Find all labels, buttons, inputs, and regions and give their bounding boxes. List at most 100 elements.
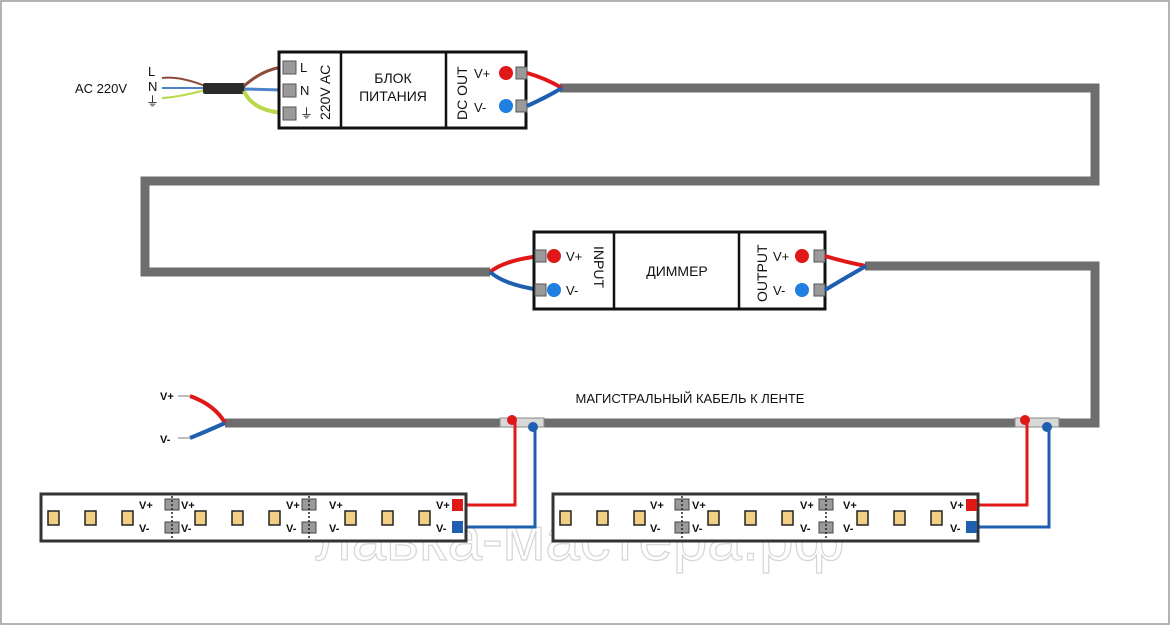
mains-cable-sheath xyxy=(203,83,245,94)
cut-pos-label: V+ xyxy=(843,500,857,512)
earth-icon: ⏚ xyxy=(300,106,313,121)
trunk-end-neg-label: V- xyxy=(160,434,171,446)
dimmer-in-pos-terminal xyxy=(547,249,561,263)
terminal-earth xyxy=(282,106,297,121)
psu-input-label: 220V AC xyxy=(317,65,333,120)
wire-L xyxy=(161,76,206,87)
trunk-end-wire-neg xyxy=(189,421,226,440)
psu-pos-label: V+ xyxy=(474,66,490,81)
cable-dimmer-to-strips xyxy=(225,261,1100,428)
led-chip xyxy=(121,510,134,526)
wire-earth xyxy=(161,89,206,99)
strip-neg-label: V- xyxy=(950,523,961,535)
cut-neg-label: V- xyxy=(139,523,150,535)
power-supply: L N ⏚ 220V AC БЛОК ПИТАНИЯ DC OUT V+ V- xyxy=(277,50,564,130)
wire-N-to-terminal xyxy=(243,87,283,92)
cut-point-2: V+ V- V+ V- xyxy=(286,496,343,538)
cut-point-2: V+ V- V+ V- xyxy=(800,496,857,538)
dimmer-out-pos-terminal xyxy=(795,249,809,263)
led-strip-1: V+ V- V+ V- V+ V- V+ V- V+ V- xyxy=(39,492,468,543)
led-chip xyxy=(47,510,60,526)
cut-pos-label: V+ xyxy=(650,500,664,512)
psu-title-line2: ПИТАНИЯ xyxy=(359,88,427,104)
led-chip xyxy=(856,510,869,526)
psu-title-line1: БЛОК xyxy=(374,70,412,86)
dimmer-out-wire-neg xyxy=(823,264,867,292)
drop-wire-neg-right xyxy=(978,425,1051,529)
tap-connector-right xyxy=(978,415,1060,529)
cut-neg-label: V- xyxy=(329,523,340,535)
cut-neg-label: V- xyxy=(181,523,192,535)
terminal-L xyxy=(282,60,297,75)
cut-point-1: V+ V- V+ V- xyxy=(650,496,706,538)
cut-pos-label: V+ xyxy=(692,500,706,512)
dimmer-out-pos-label: V+ xyxy=(773,249,789,264)
psu-out-wire-neg xyxy=(526,86,564,108)
cable-supply-to-dimmer xyxy=(140,83,1100,277)
cut-pos-label: V+ xyxy=(139,500,153,512)
psu-out-wire-pos xyxy=(526,71,564,90)
led-chip xyxy=(84,510,97,526)
psu-neg-terminal xyxy=(499,99,513,113)
drop-wire-pos-left xyxy=(463,418,517,507)
cut-pos-label: V+ xyxy=(181,500,195,512)
earth-icon: ⏚ xyxy=(146,94,159,109)
cut-neg-label: V- xyxy=(650,523,661,535)
led-chip xyxy=(559,510,572,526)
psu-terminal-L-label: L xyxy=(300,60,307,75)
strip-body xyxy=(39,492,468,543)
led-chip xyxy=(633,510,646,526)
dimmer-output-label: OUTPUT xyxy=(754,244,770,302)
dimmer-out-neg-terminal xyxy=(795,283,809,297)
led-chip xyxy=(418,510,431,526)
trunk-cable xyxy=(140,83,1100,428)
led-chip xyxy=(194,510,207,526)
cut-point-1: V+ V- V+ V- xyxy=(139,496,195,538)
drop-wire-neg-left xyxy=(463,425,537,529)
led-chip xyxy=(381,510,394,526)
led-chips xyxy=(559,510,943,526)
cut-neg-label: V- xyxy=(692,523,703,535)
power-supply-box xyxy=(277,50,528,130)
psu-output-label: DC OUT xyxy=(454,66,470,120)
led-chips xyxy=(47,510,431,526)
dimmer-title: ДИММЕР xyxy=(646,263,708,279)
led-strip-2: V+ V- V+ V- V+ V- V+ V- V+ V- xyxy=(551,492,980,543)
trunk-end-pos-label: V+ xyxy=(160,391,174,403)
dimmer: V+ V- INPUT ДИММЕР OUTPUT V+ V- xyxy=(488,230,867,311)
dimmer-in-neg-terminal xyxy=(547,283,561,297)
cut-neg-label: V- xyxy=(843,523,854,535)
terminal-N xyxy=(282,83,297,98)
strip-neg-pad xyxy=(452,521,463,533)
mains-terminal-L: L xyxy=(148,64,155,79)
wire-earth-to-terminal xyxy=(242,90,283,115)
led-chip xyxy=(268,510,281,526)
led-chip xyxy=(744,510,757,526)
mains-voltage-label: AC 220V xyxy=(75,81,127,96)
strip-pos-label: V+ xyxy=(950,500,964,512)
strip-pos-pad xyxy=(452,499,463,511)
dimmer-in-pos-label: V+ xyxy=(566,249,582,264)
dimmer-out-neg-label: V- xyxy=(773,283,785,298)
led-chip xyxy=(930,510,943,526)
dimmer-in-neg-label: V- xyxy=(566,283,578,298)
strip-body xyxy=(551,492,980,543)
psu-pos-terminal xyxy=(499,66,513,80)
led-chip xyxy=(781,510,794,526)
strip-pos-pad xyxy=(966,499,977,511)
mains-terminal-N: N xyxy=(148,79,157,94)
cut-pos-label: V+ xyxy=(286,500,300,512)
psu-neg-label: V- xyxy=(474,100,486,115)
mains-input: AC 220V L N ⏚ xyxy=(75,64,283,115)
cut-neg-label: V- xyxy=(800,523,811,535)
trunk-end-wire-pos xyxy=(189,394,227,425)
led-chip xyxy=(893,510,906,526)
cut-neg-label: V- xyxy=(286,523,297,535)
cut-pos-label: V+ xyxy=(329,500,343,512)
led-chip xyxy=(231,510,244,526)
trunk-free-end: V+ V- xyxy=(160,391,227,446)
strip-neg-pad xyxy=(966,521,977,533)
tap-connector-left xyxy=(463,415,545,529)
led-chip xyxy=(596,510,609,526)
